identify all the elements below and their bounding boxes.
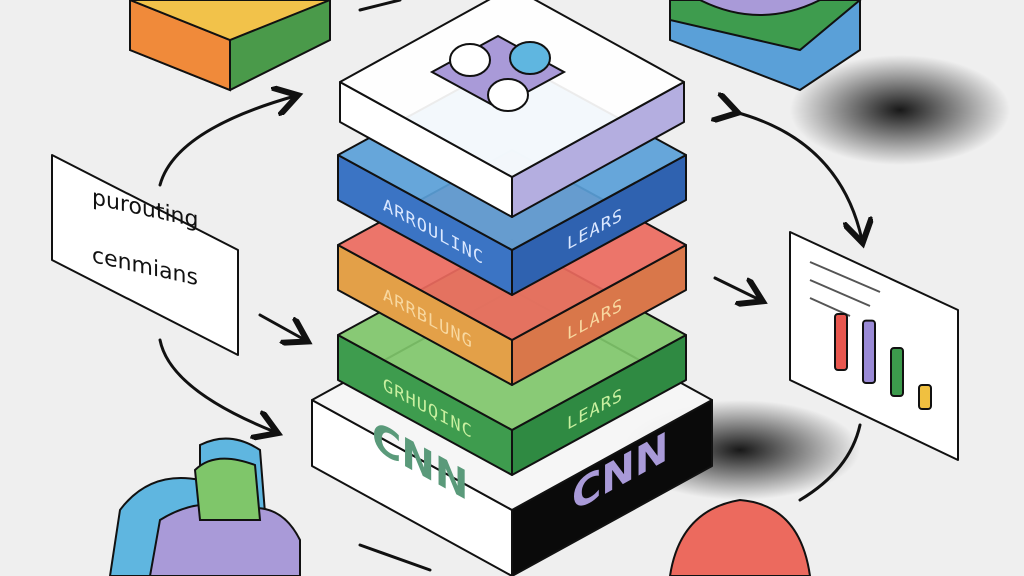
blob-bottom-left [108, 437, 301, 576]
card-bar [834, 313, 848, 371]
arrow-chart-down [798, 423, 862, 502]
block-top-left [129, 0, 331, 92]
arrow-note-to-top [158, 96, 295, 187]
card-text-line [809, 279, 871, 307]
blob-bottom-right [668, 498, 812, 576]
card-text-line [809, 261, 881, 293]
note-card: purouting cenmians [51, 154, 239, 356]
bar-chart-card [789, 231, 959, 461]
block-top-right [669, 0, 862, 92]
card-bar [918, 384, 932, 410]
arrow-note-to-base [158, 338, 275, 432]
arrow-bidirectional [735, 112, 862, 240]
arrow-top-block [358, 0, 402, 12]
card-bar [890, 347, 904, 397]
card-bar [862, 319, 876, 385]
top-box [339, 0, 685, 218]
arrow-base-bottom [358, 543, 432, 572]
top-box-dot [449, 43, 491, 77]
arrow-stack-to-chart [713, 276, 760, 300]
top-box-dot [509, 41, 551, 75]
arrow-note-to-stack [258, 313, 305, 340]
top-box-dot [487, 78, 529, 112]
arrows [158, 0, 862, 572]
